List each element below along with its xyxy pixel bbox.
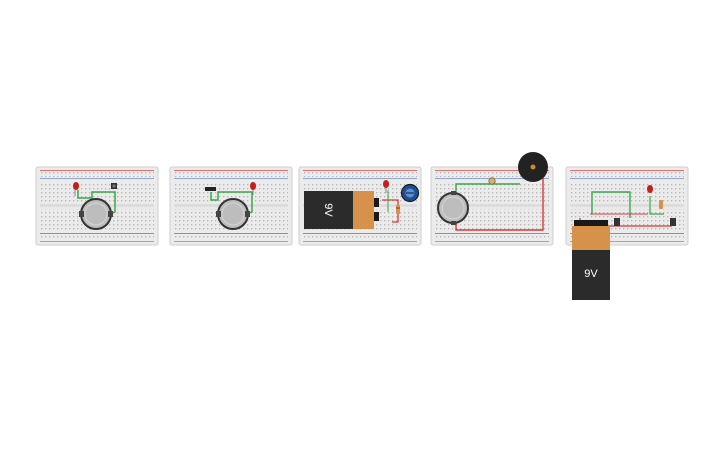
battery-9v: 9V (572, 220, 610, 300)
wire-green (455, 183, 520, 193)
coin-cell-battery (437, 191, 469, 225)
wire-green (591, 191, 631, 218)
resistor (396, 205, 400, 214)
battery-label: 9V (322, 203, 334, 217)
wire-green (649, 196, 664, 215)
circuit-5: 9V (565, 166, 689, 300)
led-red (647, 185, 653, 193)
circuit-1 (35, 166, 159, 246)
photoresistor (488, 177, 496, 185)
buzzer (518, 152, 548, 182)
coin-cell-battery (216, 198, 250, 230)
coin-cell-battery (79, 198, 113, 230)
resistor (659, 200, 663, 209)
potentiometer (400, 183, 420, 203)
battery-9v: 9V (304, 191, 379, 229)
wire-red (455, 176, 544, 231)
wire-green (77, 190, 116, 215)
push-button (614, 218, 676, 226)
slide-switch (205, 187, 216, 191)
led-red (73, 182, 79, 196)
circuit-3: 9V (298, 166, 422, 246)
led-red (383, 180, 389, 193)
wire-green (210, 191, 253, 215)
push-button (111, 183, 117, 189)
led-red (250, 182, 256, 195)
circuit-2 (169, 166, 293, 246)
battery-label: 9V (584, 268, 598, 280)
circuit-4 (430, 152, 554, 246)
